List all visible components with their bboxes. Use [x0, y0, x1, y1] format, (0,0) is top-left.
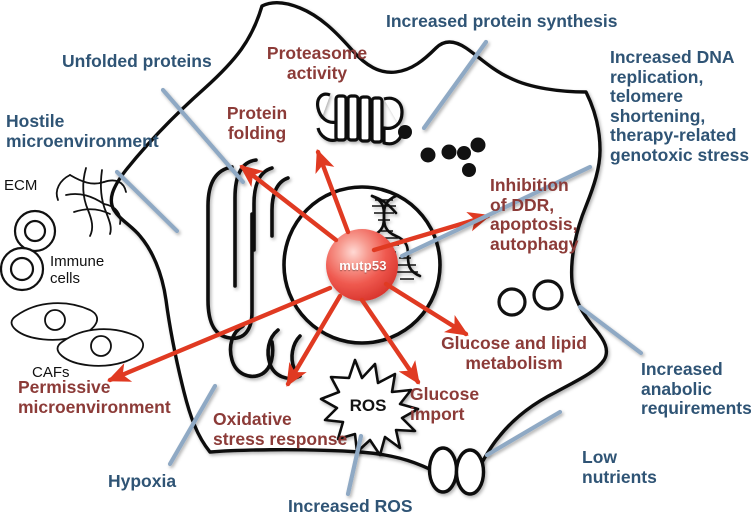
label-increased-dna-replication: Increased DNA replication, telomere shor… [610, 47, 750, 165]
connector-dna-replication [399, 164, 593, 259]
connector-protein-synthesis [421, 39, 489, 131]
label-hostile-microenvironment: Hostile microenvironment [6, 111, 159, 151]
arrow-to-protein-folding [239, 164, 339, 243]
cafs-icon [10, 302, 144, 367]
label-increased-ros: Increased ROS [288, 496, 413, 516]
label-inhibition-of-ddr: Inhibition of DDR, apoptosis, autophagy [490, 175, 579, 254]
ros-starburst-icon [319, 358, 420, 457]
label-glucose-and-lipid-metabolism: Glucose and lipid metabolism [441, 333, 587, 373]
label-unfolded-proteins: Unfolded proteins [62, 51, 212, 71]
glucose-transporter-icon [427, 446, 486, 496]
connector-anabolic [577, 304, 644, 356]
connector-increased-ros [345, 433, 364, 497]
ribosome-dots [398, 125, 486, 177]
label-low-nutrients: Low nutrients [582, 447, 657, 487]
ros-label: ROS [349, 396, 387, 415]
connector-lines [114, 39, 644, 497]
signal-arrows [107, 149, 492, 387]
arrow-to-proteasome [315, 149, 351, 235]
label-permissive-microenvironment: Permissive microenvironment [18, 377, 171, 417]
connector-unfolded-proteins [160, 87, 246, 185]
label-immune-cells: Immune cells [50, 253, 105, 287]
connector-hostile-micro [114, 169, 180, 234]
label-glucose-import: Glucose import [410, 384, 480, 424]
proteasome-icon [316, 92, 404, 146]
arrow-to-permissive-micro [107, 285, 333, 383]
label-proteasome-activity: Proteasome activity [266, 43, 368, 83]
immune-cells-icon [0, 209, 57, 292]
arrow-to-oxidative-stress [285, 293, 343, 387]
label-cafs: CAFs [32, 364, 70, 381]
arrow-to-glucose-import [359, 297, 421, 385]
label-ecm: ECM [4, 177, 38, 194]
label-oxidative-stress-response: Oxidative stress response [213, 409, 348, 449]
connector-hypoxia [167, 383, 218, 467]
label-hypoxia: Hypoxia [108, 471, 177, 491]
label-increased-anabolic-requirements: Increased anabolic requirements [641, 359, 751, 419]
ecm-icon [55, 167, 127, 237]
arrow-to-inhibition-ddr [371, 211, 492, 253]
arrow-to-glucose-lipid [383, 281, 469, 337]
connector-low-nutrients [484, 409, 563, 458]
label-protein-folding: Protein folding [226, 103, 288, 143]
label-increased-protein-synthesis: Increased protein synthesis [386, 11, 618, 31]
lipid-vesicles-icon [497, 279, 564, 317]
mutp53-label: mutp53 [339, 258, 387, 273]
